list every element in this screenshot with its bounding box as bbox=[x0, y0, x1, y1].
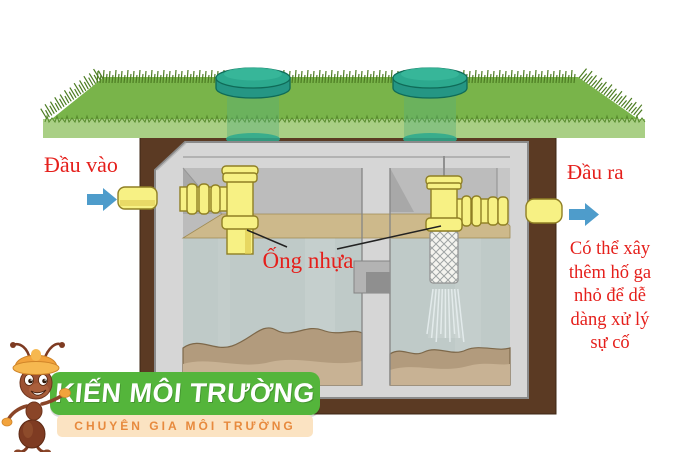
manhole-lid-left bbox=[215, 67, 291, 145]
outlet-pipe-assembly bbox=[425, 156, 563, 343]
outlet-arrow-icon bbox=[569, 203, 599, 226]
logo-badge: KIẾN MÔI TRƯỜNG bbox=[50, 372, 320, 415]
grass-layer bbox=[39, 66, 646, 138]
note-line: nhỏ để dễ bbox=[574, 286, 646, 306]
maintenance-note: Có thể xây thêm hố ga nhỏ để dễ dàng xử … bbox=[550, 238, 670, 356]
divider-wall bbox=[353, 168, 391, 385]
inlet-label: Đầu vào bbox=[44, 152, 118, 177]
plastic-pipe-callout-label: Ống nhựa bbox=[262, 248, 354, 273]
pointer-lines bbox=[246, 225, 442, 250]
note-line: thêm hố ga bbox=[568, 262, 652, 283]
outlet-pipe-external bbox=[525, 198, 563, 224]
logo-brand-text: KIẾN MÔI TRƯỜNG bbox=[53, 378, 317, 408]
note-line: sự cố bbox=[590, 333, 630, 353]
inlet-arrow-icon bbox=[87, 188, 117, 211]
spray-lines bbox=[426, 288, 465, 343]
manhole-lid-right bbox=[392, 67, 468, 145]
inlet-pipe-assembly bbox=[117, 165, 259, 255]
ant-mascot-icon bbox=[1, 342, 71, 452]
note-line: dàng xử lý bbox=[570, 309, 650, 330]
note-line: Có thể xây bbox=[569, 239, 651, 259]
logo-tagline: CHUYÊN GIA MÔI TRƯỜNG bbox=[57, 415, 313, 437]
outlet-label: Đầu ra bbox=[567, 160, 624, 184]
